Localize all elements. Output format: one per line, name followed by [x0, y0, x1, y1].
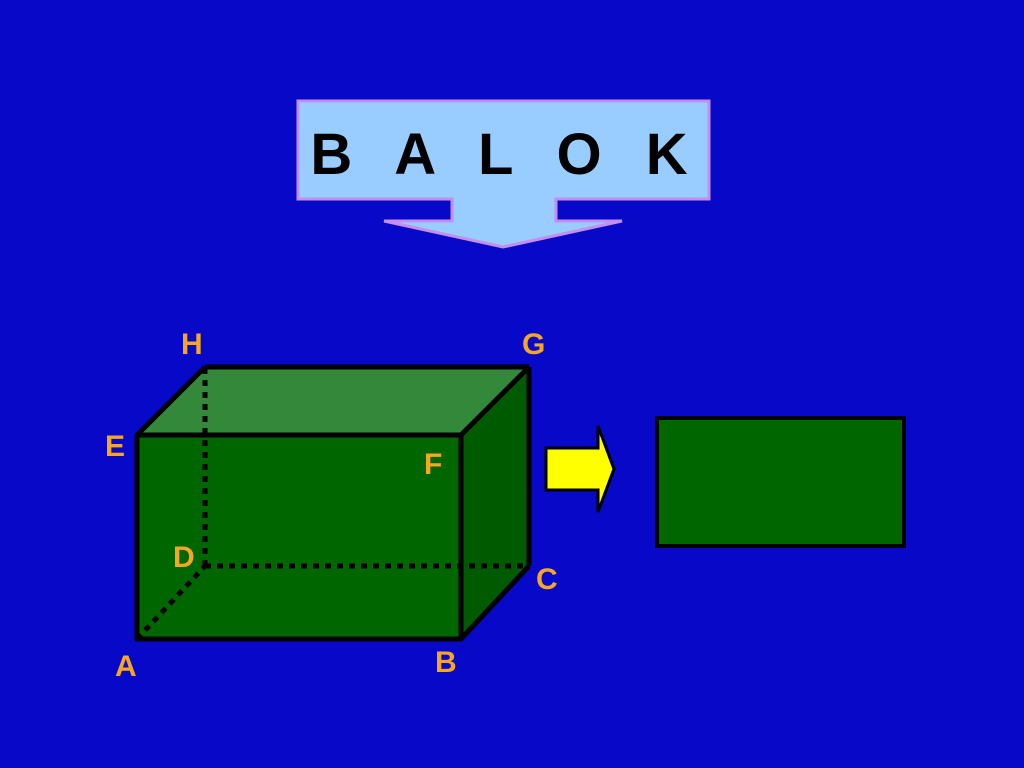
- vertex-label-E: E: [105, 430, 125, 463]
- edge-F-G: [459, 365, 531, 437]
- vertex-label-A: A: [115, 650, 137, 683]
- vertex-label-B: B: [435, 646, 457, 679]
- cuboid-hidden-edges: [135, 367, 529, 641]
- cuboid-top-face: [137, 367, 529, 435]
- vertex-label-D: D: [173, 541, 195, 574]
- cuboid-visible-edges: [134, 364, 532, 642]
- vertex-label-G: G: [522, 328, 545, 361]
- title-text: B A L O K: [310, 122, 701, 187]
- edge-B-C: [459, 564, 531, 641]
- vertex-labels: H G E F D C B A: [105, 328, 558, 683]
- edge-E-H: [135, 365, 207, 437]
- cuboid: H G E F D C B A: [105, 328, 558, 683]
- vertex-label-F: F: [424, 448, 442, 481]
- right-arrow-icon: [544, 425, 616, 513]
- edge-A-D: [135, 564, 207, 641]
- vertex-label-C: C: [536, 563, 558, 596]
- vertex-label-H: H: [181, 328, 203, 361]
- cuboid-front-face: [137, 435, 461, 639]
- result-rectangle: [655, 416, 906, 548]
- front-face-outline: [134, 432, 464, 642]
- cuboid-side-face: [461, 367, 529, 639]
- title-callout-shape: [296, 99, 711, 249]
- title-callout: B A L O K: [296, 99, 711, 249]
